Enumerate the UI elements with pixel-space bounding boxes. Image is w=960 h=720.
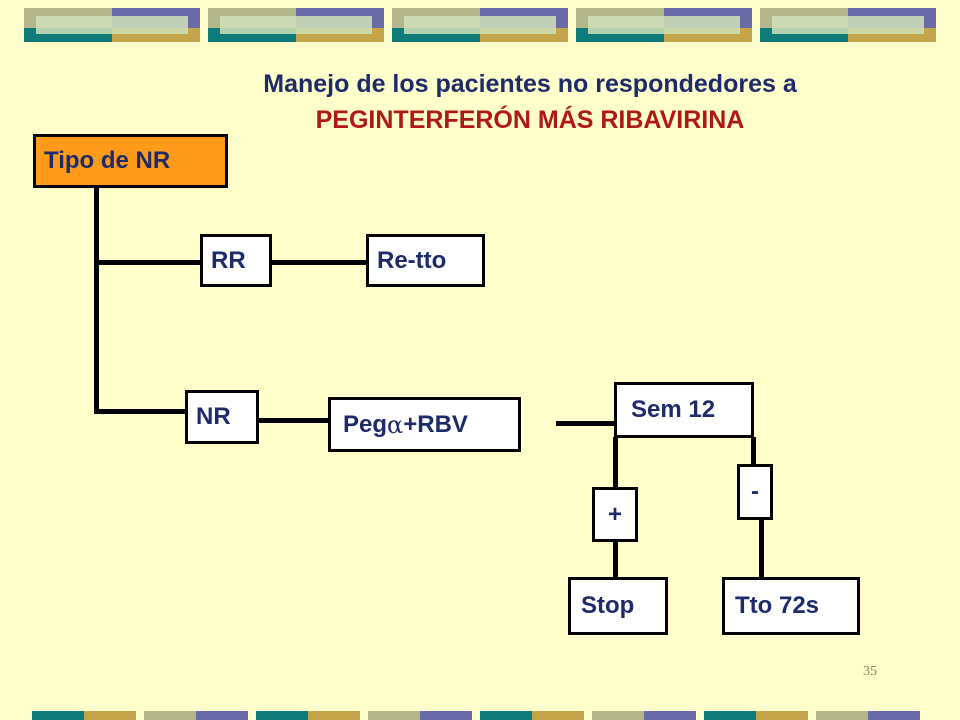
node-tipo-de-nr: Tipo de NR: [33, 134, 228, 188]
connector-root-vertical: [94, 188, 99, 414]
connector-nr-peg: [258, 418, 328, 423]
node-sem-12: Sem 12: [614, 382, 754, 438]
node-rr: RR: [200, 234, 272, 287]
node-minus: -: [737, 464, 773, 520]
node-sem-12-label: Sem 12: [631, 396, 716, 423]
connector-to-nr: [94, 409, 186, 414]
node-minus-label: -: [751, 478, 759, 505]
node-plus-label: +: [607, 500, 622, 528]
connector-peg-sem12: [556, 421, 618, 426]
node-re-tto: Re-tto: [366, 234, 485, 287]
node-plus: +: [592, 487, 638, 542]
top-decorative-banner: [24, 8, 936, 42]
connector-sem12-minus: [751, 437, 756, 465]
connector-rr-retto: [272, 260, 368, 265]
node-stop: Stop: [568, 577, 668, 635]
node-tipo-de-nr-label: Tipo de NR: [44, 147, 171, 174]
page-number: 35: [863, 664, 877, 679]
node-re-tto-label: Re-tto: [377, 246, 447, 274]
bottom-decorative-strip: [32, 711, 920, 720]
node-tto-72s: Tto 72s: [722, 577, 860, 635]
node-nr-label: NR: [196, 403, 231, 430]
node-rr-label: RR: [211, 246, 246, 274]
node-nr: NR: [185, 390, 259, 444]
connector-sem12-plus: [613, 437, 618, 489]
node-peg-suffix: +RBV: [403, 410, 468, 438]
slide-title-line-2: PEGINTERFERÓN MÁS RIBAVIRINA: [315, 106, 745, 134]
connector-minus-tto: [759, 519, 764, 579]
connector-to-rr: [94, 260, 202, 265]
node-peg-prefix: Peg: [343, 410, 388, 438]
node-stop-label: Stop: [581, 592, 635, 619]
slide-title-line-1: Manejo de los pacientes no respondedores…: [263, 70, 797, 98]
node-peg-alpha-symbol: α: [387, 410, 404, 439]
node-tto-72s-label: Tto 72s: [735, 592, 820, 619]
connector-plus-stop: [613, 541, 618, 579]
